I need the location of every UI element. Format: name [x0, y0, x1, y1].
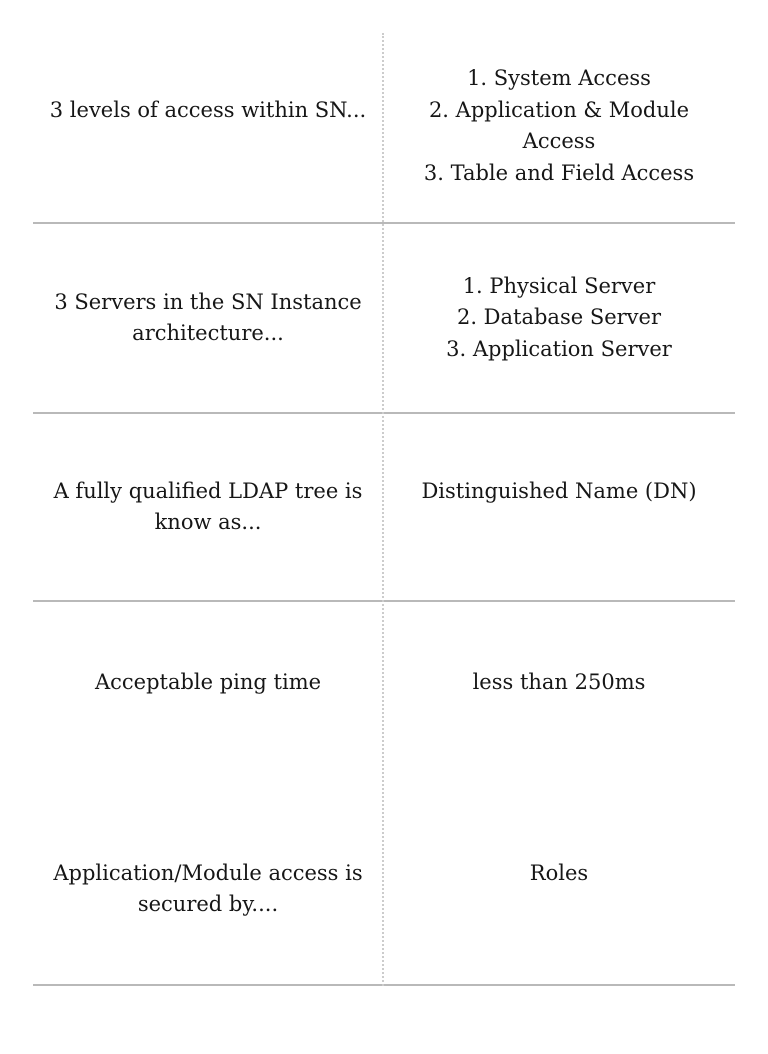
term-text: Application/Module access is secured by.… [53, 860, 363, 917]
definition-line: 1. Physical Server [462, 273, 656, 298]
term-text: Acceptable ping time [94, 669, 322, 694]
definition-text: 1. System Access 2. Application & Module … [414, 63, 704, 189]
definition-line: less than 250ms [472, 669, 646, 694]
definition-cell: 1. Physical Server 2. Database Server 3. A… [383, 224, 735, 412]
definition-cell: Roles [383, 794, 735, 984]
flashcard-page: 3 levels of access within SN... 1. Syste… [33, 30, 735, 986]
definition-text: less than 250ms [473, 667, 646, 730]
definition-cell: Distinguished Name (DN) [383, 414, 735, 600]
flashcard-row: Application/Module access is secured by.… [33, 794, 735, 986]
term-cell: 3 levels of access within SN... [33, 30, 383, 222]
flashcard-row: 3 levels of access within SN... 1. Syste… [33, 30, 735, 224]
definition-text: Distinguished Name (DN) [421, 476, 696, 539]
term-cell: Acceptable ping time [33, 602, 383, 794]
definition-cell: 1. System Access 2. Application & Module … [383, 30, 735, 222]
term-text: 3 Servers in the SN Instance architectur… [54, 289, 362, 346]
definition-line: 3. Application Server [446, 336, 672, 361]
flashcard-row: Acceptable ping time less than 250ms [33, 602, 735, 794]
term-cell: Application/Module access is secured by.… [33, 794, 383, 984]
definition-line: 2. Application & Module Access [428, 97, 690, 154]
definition-line: Roles [529, 860, 589, 885]
definition-line: 2. Database Server [456, 305, 662, 330]
definition-cell: less than 250ms [383, 602, 735, 794]
definition-line: 1. System Access [467, 66, 651, 90]
term-text: 3 levels of access within SN... [49, 97, 367, 122]
definition-line: 3. Table and Field Access [423, 160, 695, 185]
definition-line: Distinguished Name (DN) [421, 478, 697, 503]
flashcard-row: A fully qualified LDAP tree is know as..… [33, 414, 735, 602]
term-cell: 3 Servers in the SN Instance architectur… [33, 224, 383, 412]
definition-text: 1. Physical Server 2. Database Server 3. A… [446, 271, 672, 366]
term-text: A fully qualified LDAP tree is know as..… [53, 478, 363, 535]
column-divider-line [382, 33, 384, 986]
term-cell: A fully qualified LDAP tree is know as..… [33, 414, 383, 600]
flashcard-row: 3 Servers in the SN Instance architectur… [33, 224, 735, 414]
definition-text: Roles [530, 858, 588, 921]
